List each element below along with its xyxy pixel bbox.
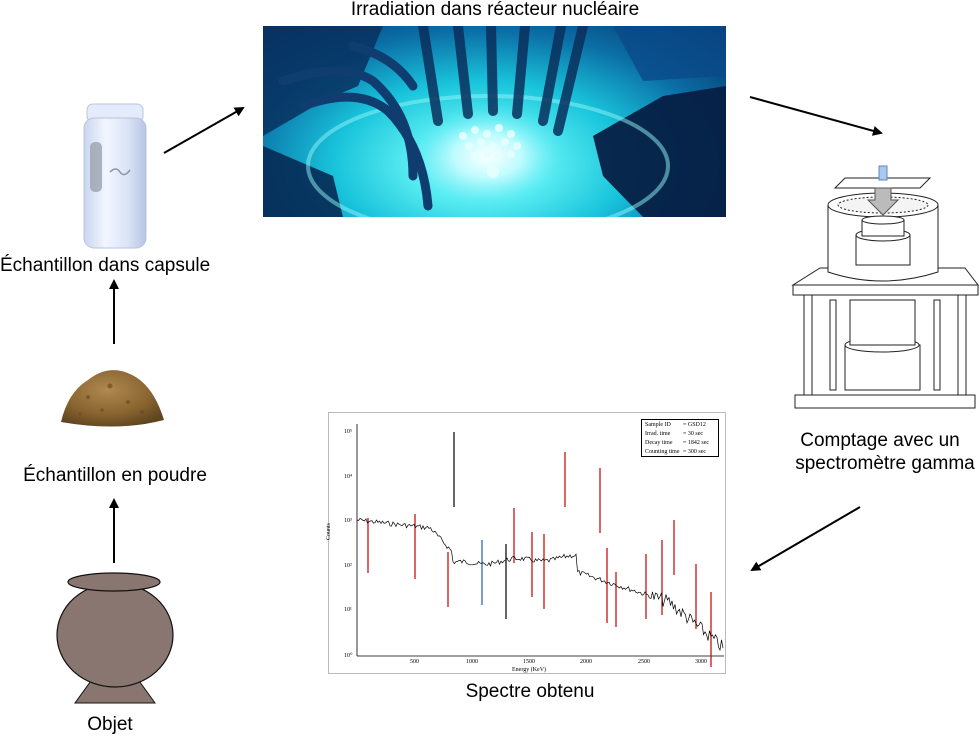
gamma-detector-image	[791, 165, 980, 409]
spectrum-legend: Sample ID= GSD12 Irrad. time= 30 sec Dec…	[641, 419, 719, 457]
x-tick-1000: 1000	[466, 659, 478, 665]
reactor-photo	[263, 26, 726, 217]
legend-row: Irrad. time= 30 sec	[645, 431, 704, 437]
label-capsule: Échantillon dans capsule	[0, 255, 211, 276]
label-poudre: Échantillon en poudre	[23, 465, 207, 486]
y-tick-3: 10³	[344, 518, 352, 524]
x-tick-3000: 3000	[695, 659, 707, 665]
legend-row: Decay time= 1842 sec	[645, 440, 710, 446]
x-tick-2500: 2500	[638, 659, 650, 665]
y-tick-2: 10²	[344, 563, 352, 569]
legend-row: Counting time= 300 sec	[645, 449, 707, 455]
y-tick-0: 10⁰	[344, 653, 353, 659]
arrow-reactor-to-detector	[749, 96, 883, 136]
spectrum-svg	[356, 424, 724, 667]
label-objet: Objet	[87, 714, 133, 735]
x-tick-1500: 1500	[523, 659, 535, 665]
legend-row: Sample ID= GSD12	[645, 422, 706, 428]
label-comptage-2: spectromètre gamma	[795, 453, 975, 474]
arrow-detector-to-spectrum	[750, 506, 861, 572]
spectrum-line	[356, 517, 724, 652]
y-tick-1: 10¹	[344, 607, 352, 613]
y-tick-5: 10⁵	[344, 429, 353, 435]
capsule-image	[83, 103, 147, 249]
x-axis-title: Energy (KeV)	[512, 667, 547, 673]
x-tick-500: 500	[410, 659, 419, 665]
spectrum-peaks	[367, 432, 712, 667]
label-spectre: Spectre obtenu	[465, 681, 595, 702]
y-axis-title: Counts	[326, 522, 332, 540]
label-comptage-1: Comptage avec un	[800, 430, 960, 451]
vessel-image	[56, 572, 174, 704]
label-irradiation: Irradiation dans réacteur nucléaire	[350, 0, 640, 20]
x-tick-2000: 2000	[580, 659, 592, 665]
powder-image	[61, 370, 164, 427]
y-tick-4: 10⁴	[344, 474, 353, 480]
arrow-capsule-to-reactor	[163, 107, 245, 154]
